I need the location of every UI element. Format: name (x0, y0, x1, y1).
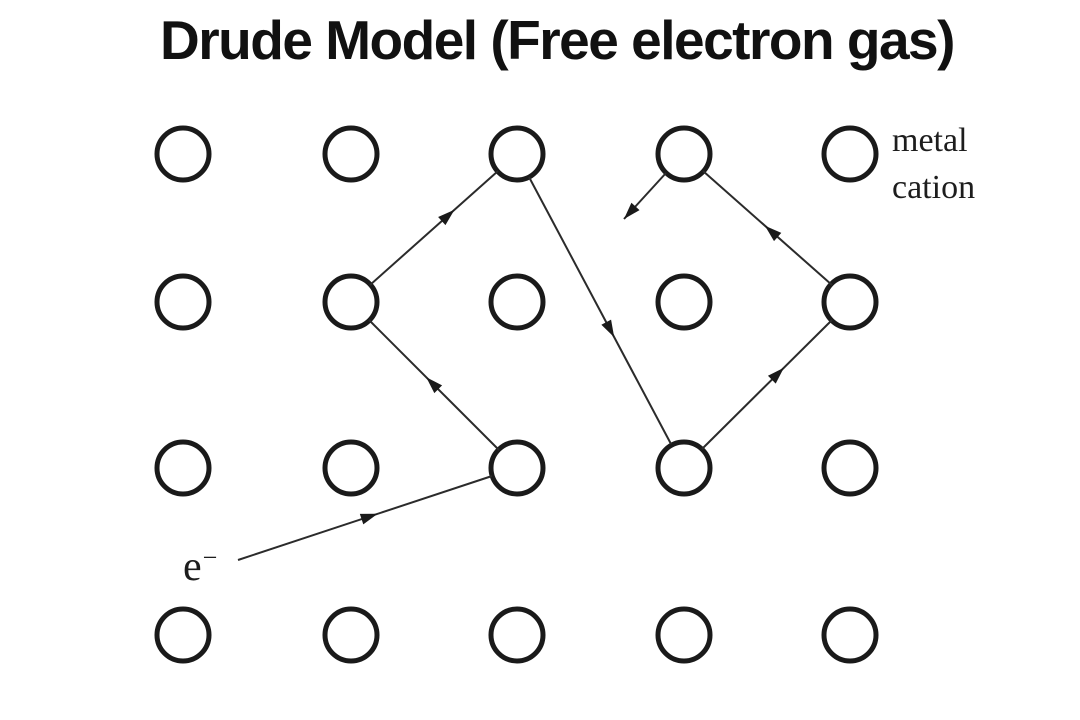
trajectory-line-3 (369, 170, 499, 286)
trajectory-arrowhead-7 (624, 202, 640, 219)
cation-circle-r3-c1 (154, 439, 212, 497)
cation-circle-r1-c4 (655, 125, 713, 183)
cation-circle-r3-c2 (322, 439, 380, 497)
cation-circle-r2-c4 (655, 273, 713, 331)
cation-circle-r1-c3 (488, 125, 546, 183)
cation-circle-r2-c1 (154, 273, 212, 331)
cation-circle-r4-c3 (488, 606, 546, 664)
cation-circle-r4-c4 (655, 606, 713, 664)
page-title: Drude Model (Free electron gas) (160, 9, 955, 71)
trajectory-arrowhead-3 (438, 209, 455, 226)
cation-circle-r2-c3 (488, 273, 546, 331)
electron-label: e− (183, 543, 218, 590)
electron-charge-sign: − (202, 543, 218, 572)
trajectory-arrowhead-4 (601, 319, 615, 338)
cation-circle-r4-c5 (821, 606, 879, 664)
cation-circle-r2-c2 (322, 273, 380, 331)
cation-circle-r3-c3 (488, 439, 546, 497)
trajectory-arrowhead-1 (359, 513, 378, 525)
trajectory-arrowhead-5 (767, 367, 784, 384)
electron-symbol: e (183, 544, 202, 590)
trajectory-line-4 (528, 176, 672, 445)
cation-circle-r1-c1 (154, 125, 212, 183)
cation-circle-r2-c5 (821, 273, 879, 331)
trajectory-line-5 (701, 319, 833, 450)
trajectory-arrowhead-6 (764, 225, 782, 242)
cation-circle-r4-c1 (154, 606, 212, 664)
cation-circle-r3-c4 (655, 439, 713, 497)
cation-circle-r4-c2 (322, 606, 380, 664)
metal-cation-label: metal cation (892, 122, 976, 206)
cation-circle-r1-c5 (821, 125, 879, 183)
cation-circle-r3-c5 (821, 439, 879, 497)
trajectory-arrowhead-2 (426, 377, 443, 394)
cation-circle-r1-c2 (322, 125, 380, 183)
